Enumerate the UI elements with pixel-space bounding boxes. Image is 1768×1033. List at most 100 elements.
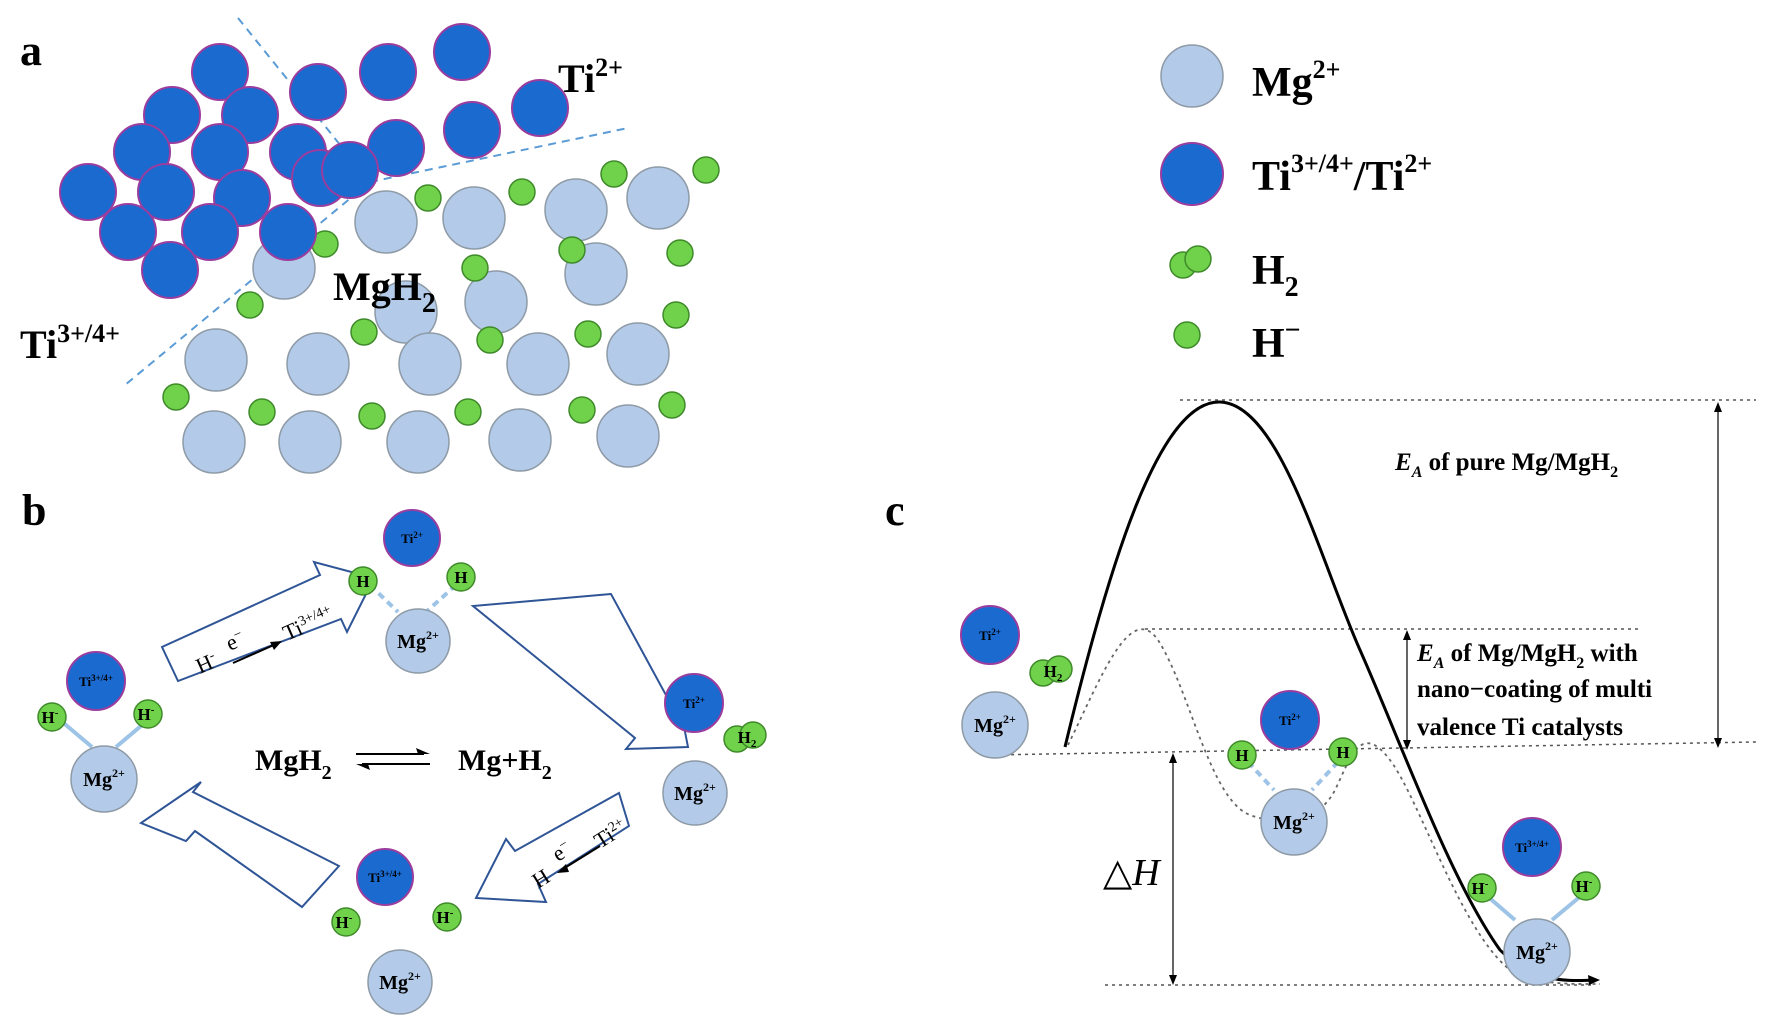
ti-atom <box>141 241 199 299</box>
hydride-icon <box>1328 737 1358 767</box>
mg-atom <box>184 328 248 392</box>
legend-mg-label: Mg2+ <box>1252 55 1340 106</box>
initial-energy-level <box>989 741 1757 756</box>
hydride-icon <box>1173 321 1201 349</box>
h-atom <box>574 320 602 348</box>
h2-molecule-icon <box>739 721 767 749</box>
ti-atom <box>59 163 117 221</box>
ti-ion-icon <box>960 605 1020 665</box>
bond-line <box>424 583 458 614</box>
hydride-label: H- <box>42 707 59 727</box>
h2-molecule-icon <box>1045 655 1073 683</box>
mgh2-grain-label: MgH2 <box>333 264 436 319</box>
ti-ion-icon <box>664 673 724 733</box>
delta-h-arrowhead-bottom <box>1169 975 1177 985</box>
delta-h-label: △H <box>1103 852 1162 894</box>
ti-ion-icon <box>66 651 126 711</box>
ti-atom <box>181 203 239 261</box>
mg-ion-label: Mg2+ <box>674 780 716 805</box>
mg-ion-icon <box>961 691 1029 759</box>
h-atom <box>662 301 690 329</box>
h2-molecule-icon <box>1184 245 1212 273</box>
equilibrium-right: Mg+H2 <box>458 744 552 784</box>
ti-atom <box>99 203 157 261</box>
h-atom <box>476 326 504 354</box>
arrow3-small-arrowhead <box>557 864 569 873</box>
legend-h2-label: H2 <box>1252 248 1299 303</box>
ti-atom <box>289 63 347 121</box>
h-atom <box>658 391 686 419</box>
mg-atom <box>506 332 570 396</box>
reaction-arrow-down-left <box>474 791 631 904</box>
curve-end-arrowhead <box>1588 975 1600 985</box>
panel-a-label: a <box>20 26 42 75</box>
h-atom <box>461 254 489 282</box>
equilibrium-forward-arrowhead <box>416 748 430 754</box>
arrow3-small-arrow <box>562 845 601 870</box>
mg-atom <box>286 332 350 396</box>
h-atom <box>350 318 378 346</box>
ea-catalyzed-label-line3: valence Ti catalysts <box>1417 714 1623 741</box>
bond-line <box>1310 760 1340 792</box>
ti34-grain-label: Ti3+/4+ <box>20 319 120 367</box>
mg-ion-icon <box>385 608 451 674</box>
reaction-arrow-up-left <box>138 781 341 909</box>
ea-pure-arrowhead-bottom <box>1714 738 1722 748</box>
h-atom <box>558 236 586 264</box>
mg-atom <box>386 410 450 474</box>
hydride-icon <box>1227 740 1257 770</box>
mg-atom <box>398 332 462 396</box>
mg-ion-icon <box>1160 44 1224 108</box>
panel-c-label: c <box>885 486 905 535</box>
ti-atom <box>321 141 379 199</box>
ti2-ion-label: Ti2+ <box>683 695 705 711</box>
equilibrium-left: MgH2 <box>255 744 332 784</box>
ti-atom <box>191 43 249 101</box>
ti-atom <box>511 79 569 137</box>
h-atom <box>236 291 264 319</box>
ti2-ion-label: Ti2+ <box>401 530 423 546</box>
mg-ion-label: Mg2+ <box>379 969 421 994</box>
ti-ion-icon <box>1502 817 1562 877</box>
mg-ion-label: Mg2+ <box>1273 809 1315 834</box>
mg-ion-icon <box>367 949 433 1015</box>
ea-catalyzed-label-line1: EA of Mg/MgH2 with <box>1416 640 1638 672</box>
hydride-icon <box>37 702 67 732</box>
legend: Mg2+ Ti3+/4+/Ti2+ H2 H− <box>1160 44 1432 367</box>
ti34-ion-label: Ti3+/4+ <box>368 869 402 885</box>
bond-line <box>1246 760 1276 792</box>
arrow1-small-arrow <box>232 643 277 664</box>
hydride-label: H- <box>1472 878 1489 898</box>
ti2-ion-label: Ti2+ <box>979 627 1001 643</box>
mg-atom <box>278 410 342 474</box>
mg-ion-icon <box>70 745 138 813</box>
equilibrium-reverse-arrowhead <box>356 764 370 770</box>
h-atom <box>666 239 694 267</box>
mg-ion-label: Mg2+ <box>1516 939 1558 964</box>
mg-atom <box>626 166 690 230</box>
hydride-label: H <box>1336 743 1349 762</box>
delta-h-arrowhead-top <box>1169 753 1177 763</box>
mg-atom <box>442 186 506 250</box>
ti-atom <box>259 203 317 261</box>
h-atom <box>508 178 536 206</box>
mg-atom <box>596 404 660 468</box>
bond-line <box>58 718 94 749</box>
bond-line <box>1550 893 1584 922</box>
reaction-arrow-down-right <box>470 592 690 751</box>
legend-hydride-label: H− <box>1252 315 1301 367</box>
mg-atom <box>544 178 608 242</box>
ti-atom <box>443 101 501 159</box>
ti-ion-icon <box>356 848 414 906</box>
h-atom <box>454 398 482 426</box>
hydride-icon <box>133 699 163 729</box>
hydride-label: H- <box>336 912 353 932</box>
mg-ion-icon <box>662 760 728 826</box>
ti-ion-icon <box>383 509 441 567</box>
mg-ion-label: Mg2+ <box>974 712 1016 737</box>
ti-atom <box>359 43 417 101</box>
ti2-ion-label: Ti2+ <box>1279 712 1301 728</box>
h-atom <box>358 402 386 430</box>
